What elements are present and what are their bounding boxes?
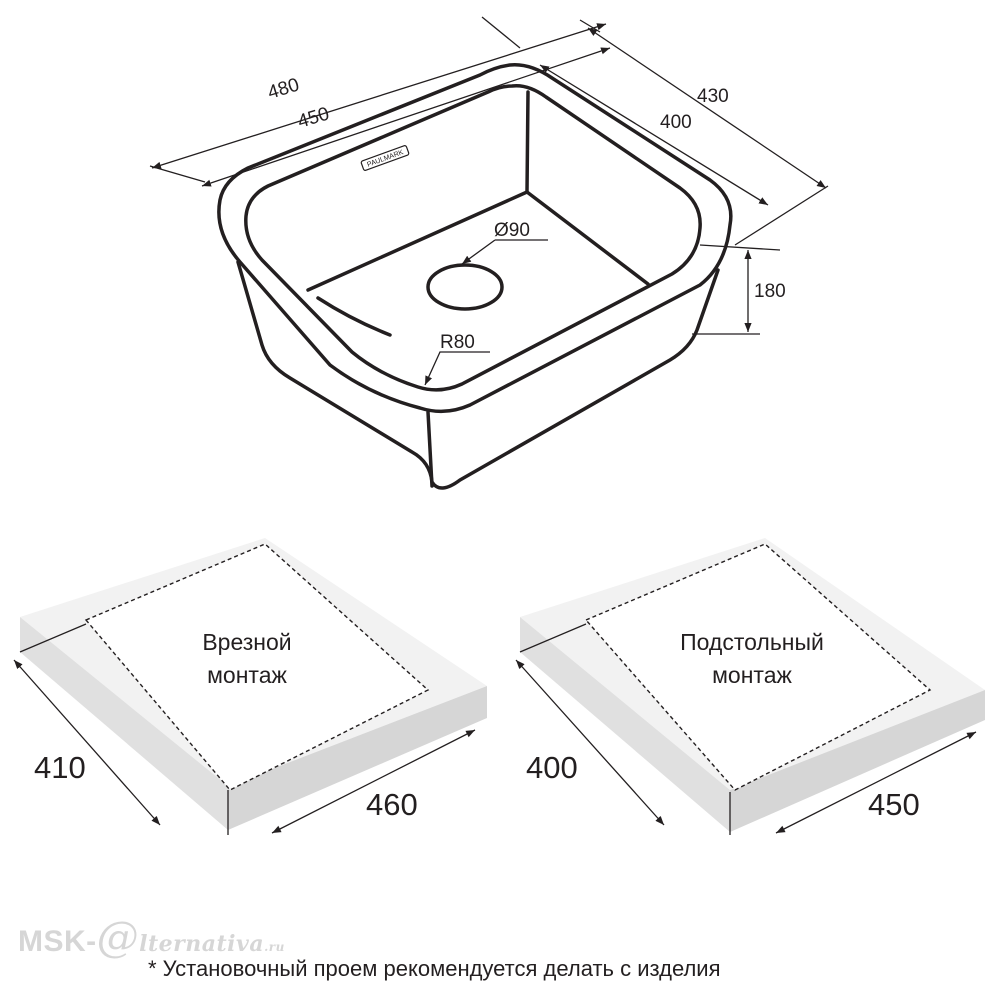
bowl-bottom-left: [306, 190, 529, 292]
cutout2-label-line1: Подстольный: [680, 629, 824, 655]
dim-line-outer-depth: [587, 27, 827, 189]
bowl-bottom-right: [525, 190, 650, 286]
cutout1-width: 460: [366, 787, 418, 822]
cutout1-depth: 410: [34, 750, 86, 785]
cutout2-depth: 400: [526, 750, 578, 785]
dim-line-cutout1-depth: [13, 659, 161, 826]
cutout-outline: [84, 543, 430, 791]
sink-body-edge: [426, 410, 434, 488]
dim-line-cutout1-width: [271, 729, 476, 834]
cutout2-width: 450: [868, 787, 920, 822]
cutout-drop-in: Врезной монтаж 410 460: [13, 538, 487, 835]
cutout-outline: [584, 543, 932, 791]
bowl-back-corner: [525, 90, 530, 194]
dim-outer-depth: 430: [697, 86, 729, 107]
dim-line-cutout2-width: [775, 731, 977, 834]
watermark-logo: MSK-@lternativa.ru: [18, 912, 285, 961]
leader-radius: [424, 351, 490, 386]
dim-line-cutout2-depth: [515, 659, 665, 826]
dim-inner-width: 450: [295, 103, 331, 132]
cutout-undermount: Подстольный монтаж 400 450: [515, 538, 985, 835]
dim-height: 180: [754, 281, 786, 302]
drain-hole: [426, 263, 504, 311]
sink-illustration: PAULMARK: [217, 63, 733, 490]
sink-dimension-lines: [149, 16, 829, 386]
watermark-at: @: [96, 912, 140, 961]
watermark-brand: MSK-: [18, 925, 97, 958]
dim-line-inner-depth: [539, 64, 769, 206]
dim-outer-width: 480: [265, 74, 301, 103]
cutout1-label-line2: монтаж: [207, 662, 287, 688]
dim-line-inner-width: [201, 47, 611, 187]
dim-radius: R80: [440, 332, 475, 353]
installation-footnote: * Установочный проем рекомендуется делат…: [148, 956, 721, 981]
bowl-bottom-front: [316, 296, 392, 337]
cutout2-label-line2: монтаж: [712, 662, 792, 688]
dim-drain: Ø90: [494, 220, 530, 241]
leader-drain: [462, 239, 548, 264]
brand-logo-plate: PAULMARK: [360, 145, 410, 171]
cutout1-label-line1: Врезной: [202, 629, 291, 655]
dim-inner-depth: 400: [660, 112, 692, 133]
watermark-domain: .ru: [264, 940, 285, 954]
watermark-rest: lternativa: [139, 931, 265, 957]
dim-line-outer-width: [151, 23, 607, 169]
